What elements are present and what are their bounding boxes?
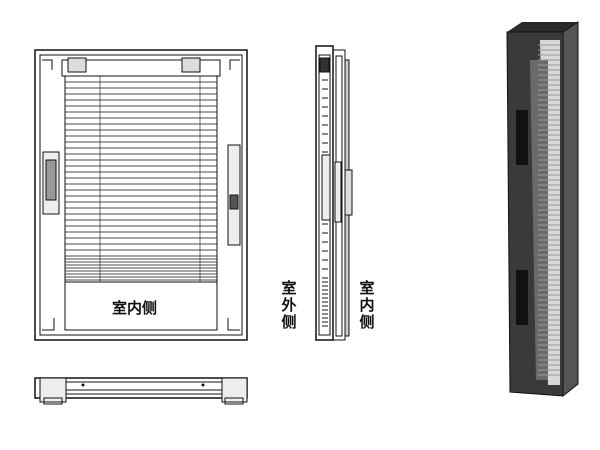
side-outdoor-label: 室外侧 — [281, 279, 297, 331]
side-view — [315, 45, 353, 341]
blind-slats — [65, 81, 217, 281]
top-right-bracket — [181, 57, 201, 73]
3d-render — [506, 21, 579, 398]
front-view — [34, 49, 248, 341]
side-indoor-label: 室内侧 — [359, 279, 375, 331]
top-left-bracket — [67, 57, 87, 73]
bottom-view — [34, 377, 248, 405]
front-indoor-label: 室内侧 — [112, 299, 158, 317]
